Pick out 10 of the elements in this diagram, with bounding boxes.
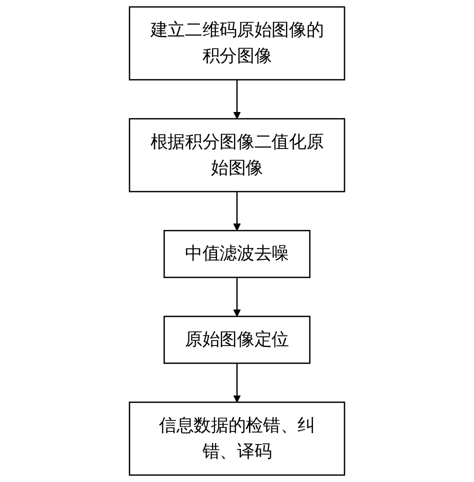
node-box [128,402,346,476]
node-box [164,230,310,278]
node-box [128,118,346,192]
arrow [233,192,241,231]
flowchart: 建立二维码原始图像的积分图像 根据积分图像二值化原始图像 中值滤波去噪 原始图像定位 信息数据的检错、纠错、译码 [105,0,369,482]
node-box [164,316,310,364]
arrow [233,363,241,403]
node-box [128,6,346,80]
arrow [233,80,241,120]
arrow [233,277,241,317]
